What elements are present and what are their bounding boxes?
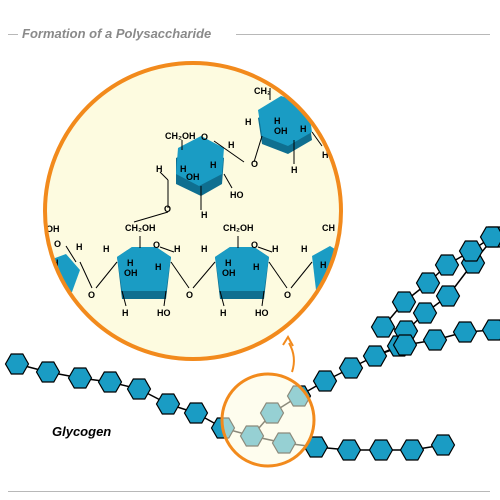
hydrogen-label: H bbox=[274, 116, 281, 126]
bridge-oxygen-label: O bbox=[164, 204, 171, 214]
glucose-unit bbox=[434, 254, 460, 276]
hydrogen-label: H bbox=[210, 160, 217, 170]
glucose-unit bbox=[312, 370, 338, 392]
glucose-ring-1 bbox=[117, 247, 171, 299]
hydrogen-label: H bbox=[155, 262, 162, 272]
glucose-unit bbox=[368, 439, 394, 461]
ch2oh-label: CH₂OH bbox=[125, 223, 156, 233]
ch-label: CH bbox=[322, 223, 335, 233]
hydrogen-label: H bbox=[301, 244, 308, 254]
hydrogen-label: H bbox=[245, 117, 252, 127]
ring-oxygen-label: O bbox=[153, 240, 160, 250]
glycogen-label: Glycogen bbox=[52, 424, 111, 439]
ring-oxygen-label: O bbox=[54, 239, 61, 249]
zoom-arrowhead bbox=[282, 335, 294, 347]
glucose-unit bbox=[362, 345, 388, 367]
hydrogen-label: H bbox=[103, 244, 110, 254]
magnified-view: CH₂OH O H H H OH HO H O O H CH₂ H H OH H… bbox=[43, 61, 343, 361]
glucose-unit bbox=[183, 402, 209, 424]
bridge-oxygen-label: O bbox=[186, 290, 193, 300]
hydrogen-label: H bbox=[174, 244, 181, 254]
glucose-unit bbox=[336, 439, 362, 461]
page-title: Formation of a Polysaccharide bbox=[22, 26, 212, 41]
hydrogen-label: H bbox=[272, 244, 279, 254]
hydrogen-label: H bbox=[291, 165, 298, 175]
glucose-unit bbox=[370, 316, 396, 338]
glucose-unit bbox=[391, 291, 417, 313]
chem-labels: CH₂OH O H H H OH HO H O O H CH₂ H H OH H… bbox=[46, 86, 335, 318]
header-rule-left bbox=[8, 34, 18, 35]
hydrogen-label: H bbox=[300, 124, 307, 134]
glucose-unit bbox=[452, 321, 478, 343]
glucose-unit bbox=[435, 285, 461, 307]
hydrogen-label: H bbox=[322, 150, 329, 160]
glucose-unit bbox=[97, 371, 123, 393]
ch2-label: CH₂ bbox=[254, 86, 271, 96]
hydrogen-label: H bbox=[127, 258, 134, 268]
glucose-unit bbox=[67, 367, 93, 389]
glucose-unit bbox=[399, 439, 425, 461]
glucose-unit bbox=[412, 302, 438, 324]
glucose-unit bbox=[415, 272, 441, 294]
glucose-unit bbox=[392, 334, 418, 356]
hydrogen-label: H bbox=[76, 242, 83, 252]
header-rule-right bbox=[236, 34, 490, 35]
glucose-unit bbox=[4, 353, 30, 375]
hydrogen-label: H bbox=[156, 164, 163, 174]
hydrogen-label: H bbox=[220, 308, 227, 318]
zoom-arrow bbox=[288, 342, 295, 373]
hydroxyl-label: HO bbox=[157, 308, 171, 318]
hydrogen-label: H bbox=[180, 164, 187, 174]
bridge-oxygen-label: O bbox=[88, 290, 95, 300]
hydroxyl-label: OH bbox=[46, 224, 60, 234]
ch2oh-label: CH₂OH bbox=[165, 131, 196, 141]
bridge-oxygen-label: O bbox=[284, 290, 291, 300]
hydrogen-label: H bbox=[320, 260, 327, 270]
hydrogen-label: H bbox=[201, 210, 208, 220]
header: Formation of a Polysaccharide bbox=[0, 24, 500, 44]
glucose-unit bbox=[422, 329, 448, 351]
glucose-unit bbox=[458, 240, 484, 262]
hydrogen-label: H bbox=[122, 308, 129, 318]
ring-oxygen-label: O bbox=[251, 240, 258, 250]
hydroxyl-label: OH bbox=[186, 172, 200, 182]
bridge-oxygen-label: O bbox=[251, 159, 258, 169]
hydrogen-label: H bbox=[228, 140, 235, 150]
glucose-unit bbox=[430, 434, 456, 456]
glucose-unit bbox=[479, 226, 500, 248]
glucose-unit bbox=[126, 378, 152, 400]
hydrogen-label: H bbox=[201, 244, 208, 254]
ch2oh-label: CH₂OH bbox=[223, 223, 254, 233]
hydrogen-label: H bbox=[253, 262, 260, 272]
bond-lines bbox=[65, 88, 323, 307]
bottom-rule bbox=[8, 491, 490, 492]
glucose-ring-2 bbox=[215, 247, 269, 299]
glucose-ring-branch bbox=[176, 136, 224, 196]
hydroxyl-label: OH bbox=[274, 126, 288, 136]
hydroxyl-label: HO bbox=[230, 190, 244, 200]
hydroxyl-label: HO bbox=[255, 308, 269, 318]
magnifier-lens bbox=[220, 372, 316, 468]
hydroxyl-label: OH bbox=[124, 268, 138, 278]
hydrogen-label: H bbox=[225, 258, 232, 268]
hydroxyl-label: OH bbox=[222, 268, 236, 278]
glucose-unit bbox=[338, 357, 364, 379]
glucose-unit bbox=[481, 319, 500, 341]
magnified-view-ring bbox=[43, 61, 343, 361]
glucose-unit bbox=[155, 393, 181, 415]
glucose-unit bbox=[35, 361, 61, 383]
ring-oxygen-label: O bbox=[201, 132, 208, 142]
